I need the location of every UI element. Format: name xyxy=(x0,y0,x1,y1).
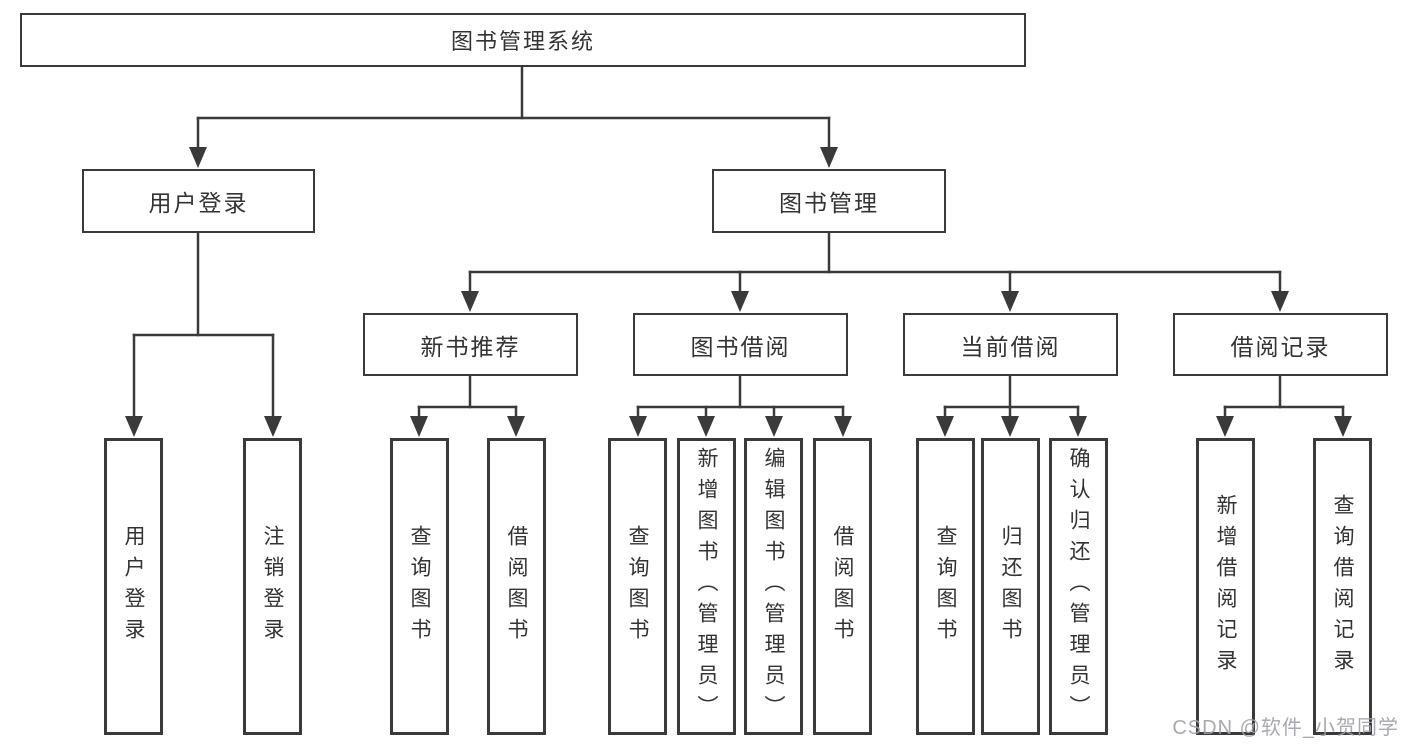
node-new-book-recommendation: 新书推荐 xyxy=(363,313,578,376)
leaf-query-books-recommend: 查询图书 xyxy=(390,438,449,735)
leaf-confirm-return-admin: 确认归还（管理员） xyxy=(1049,438,1108,735)
leaf-borrow-books-recommend: 借阅图书 xyxy=(487,438,546,735)
leaf-borrow-books: 借阅图书 xyxy=(813,438,872,735)
leaf-query-books-current: 查询图书 xyxy=(916,438,975,735)
leaf-label: 新增图书（管理员） xyxy=(695,447,718,726)
leaf-label: 编辑图书（管理员） xyxy=(762,447,785,726)
leaf-add-book-admin: 新增图书（管理员） xyxy=(677,438,736,735)
leaf-label: 查询图书 xyxy=(934,524,957,649)
leaf-label: 查询图书 xyxy=(408,524,431,649)
arrowhead-icons xyxy=(125,147,1352,437)
watermark: CSDN @软件_小贺同学 xyxy=(1172,717,1399,739)
leaf-label: 查询图书 xyxy=(626,524,649,649)
leaf-query-borrow-record: 查询借阅记录 xyxy=(1313,438,1372,735)
leaf-user-login: 用户登录 xyxy=(104,438,163,735)
node-book-borrowing: 图书借阅 xyxy=(633,313,848,376)
node-root: 图书管理系统 xyxy=(20,13,1026,67)
node-book-management: 图书管理 xyxy=(712,169,946,233)
node-user-login: 用户登录 xyxy=(82,169,315,233)
leaf-label: 归还图书 xyxy=(999,524,1022,649)
leaf-add-borrow-record: 新增借阅记录 xyxy=(1196,438,1255,735)
leaf-query-books-borrow: 查询图书 xyxy=(608,438,667,735)
node-current-borrowing: 当前借阅 xyxy=(903,313,1118,376)
leaf-label: 借阅图书 xyxy=(831,524,854,649)
leaf-label: 确认归还（管理员） xyxy=(1067,447,1090,726)
leaf-label: 新增借阅记录 xyxy=(1214,493,1237,680)
node-borrowing-records: 借阅记录 xyxy=(1173,313,1388,376)
leaf-logout: 注销登录 xyxy=(243,438,302,735)
leaf-label: 借阅图书 xyxy=(505,524,528,649)
leaf-label: 查询借阅记录 xyxy=(1331,493,1354,680)
leaf-label: 注销登录 xyxy=(261,524,284,649)
leaf-label: 用户登录 xyxy=(122,524,145,649)
leaf-return-book: 归还图书 xyxy=(981,438,1040,735)
leaf-edit-book-admin: 编辑图书（管理员） xyxy=(744,438,803,735)
